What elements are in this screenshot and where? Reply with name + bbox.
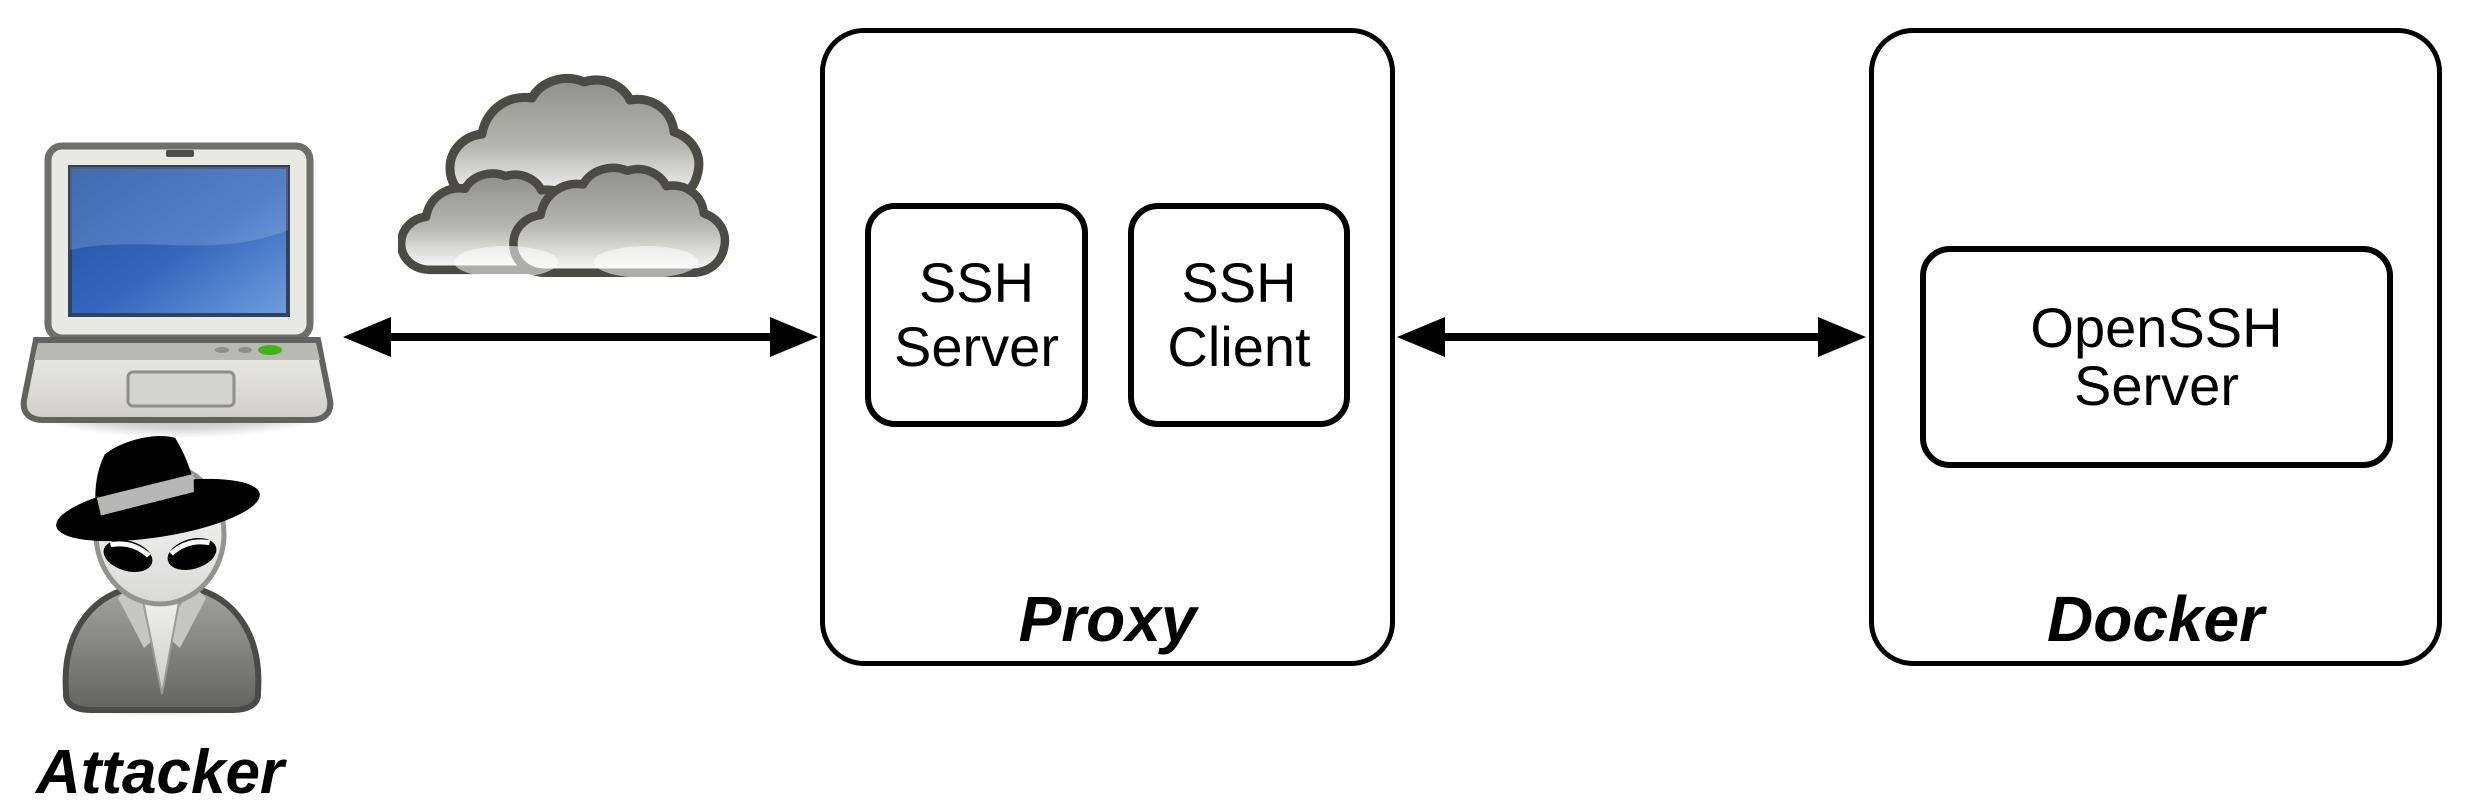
laptop-icon-svg: [20, 142, 336, 438]
arrow-shaft: [377, 333, 784, 341]
spy-icon-svg: [54, 436, 270, 718]
laptop-brand-strip: [166, 150, 194, 157]
cloud-icon-svg: [398, 66, 732, 278]
openssh-server-box: OpenSSH Server: [1920, 246, 2393, 468]
spy-icon: [48, 436, 276, 718]
ssh-client-label-line2: Client: [1167, 315, 1311, 378]
ssh-client-box: SSH Client: [1128, 203, 1350, 427]
laptop-screen-glare: [70, 167, 288, 250]
cloud-icon: [398, 66, 732, 290]
laptop-power-led: [258, 345, 282, 355]
openssh-label-line1: OpenSSH: [2030, 296, 2283, 359]
proxy-label: Proxy: [1018, 583, 1197, 655]
laptop-hinge-strip: [34, 343, 320, 360]
cloud-highlight: [594, 246, 698, 278]
arrowhead-right-icon: [770, 317, 818, 357]
attacker-label: Attacker: [35, 738, 285, 804]
laptop-icon: [18, 138, 336, 438]
ssh-server-label-line1: SSH: [918, 251, 1035, 314]
ssh-server-box: SSH Server: [865, 203, 1088, 427]
arrow-proxy-docker: [1397, 317, 1866, 357]
laptop-screen: [68, 165, 290, 317]
spy-eye-left: [103, 540, 153, 572]
arrow-shaft: [1431, 333, 1832, 341]
laptop-touchpad: [126, 370, 236, 408]
spy-hat-crown: [95, 436, 196, 528]
spy-eye-right: [167, 538, 217, 570]
laptop-indicator-dot: [215, 347, 229, 353]
cloud-highlight: [454, 246, 558, 278]
openssh-label-line2: Server: [2074, 354, 2239, 417]
ssh-client-label-line1: SSH: [1181, 251, 1297, 314]
ssh-server-label-line2: Server: [894, 315, 1059, 378]
arrow-attacker-proxy: [343, 317, 818, 357]
laptop-indicator-dot: [238, 347, 252, 353]
arrowhead-right-icon: [1818, 317, 1866, 357]
docker-label: Docker: [2047, 583, 2264, 655]
